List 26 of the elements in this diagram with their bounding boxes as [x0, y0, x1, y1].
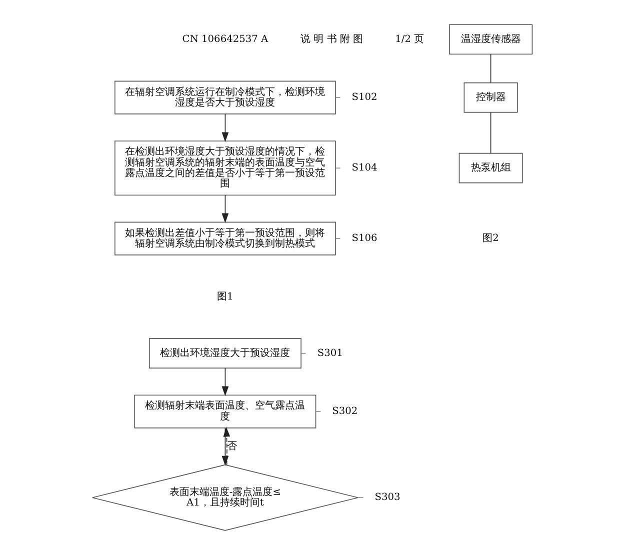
arrow	[222, 194, 229, 224]
arrow	[222, 114, 229, 142]
node-label: S302	[332, 406, 358, 418]
node-box: 控制器	[464, 82, 518, 113]
node-box: 温湿度传感器	[448, 24, 533, 55]
node-label: S104	[352, 162, 378, 174]
node-box: 检测辐射末端表面温度、空气露点温度	[134, 394, 316, 428]
label: 1/2 页	[395, 34, 424, 45]
label: CN 106642537 A	[182, 34, 268, 45]
arrow	[222, 368, 229, 396]
label: 说 明 书 附 图	[300, 34, 364, 45]
connector	[490, 112, 492, 154]
node-diamond: 表面末端温度-露点温度≤A1，且持续时间t	[92, 464, 358, 531]
node-box: 热泵机组	[458, 152, 523, 184]
node-label: S102	[352, 92, 378, 104]
edge-label: 否	[227, 440, 238, 452]
node-label: S303	[374, 492, 400, 504]
node-box: 如果检测出差值小于等于第一预设范围，则将辐射空调系统由制冷模式切换到制热模式	[114, 222, 336, 256]
node-label: S301	[317, 348, 343, 359]
node-box: 在辐射空调系统运行在制冷模式下，检测环境湿度是否大于预设湿度	[114, 80, 336, 114]
connector	[490, 54, 492, 83]
label: 图2	[482, 233, 499, 244]
node-box: 检测出环境湿度大于预设湿度	[148, 338, 302, 368]
label: 图1	[217, 291, 234, 302]
node-box: 在检测出环境湿度大于预设湿度的情况下，检测辐射空调系统的辐射末端的表面温度与空气露点温度之间的差值是否小于等于第一预设范围	[114, 140, 336, 196]
node-label: S106	[352, 233, 378, 244]
